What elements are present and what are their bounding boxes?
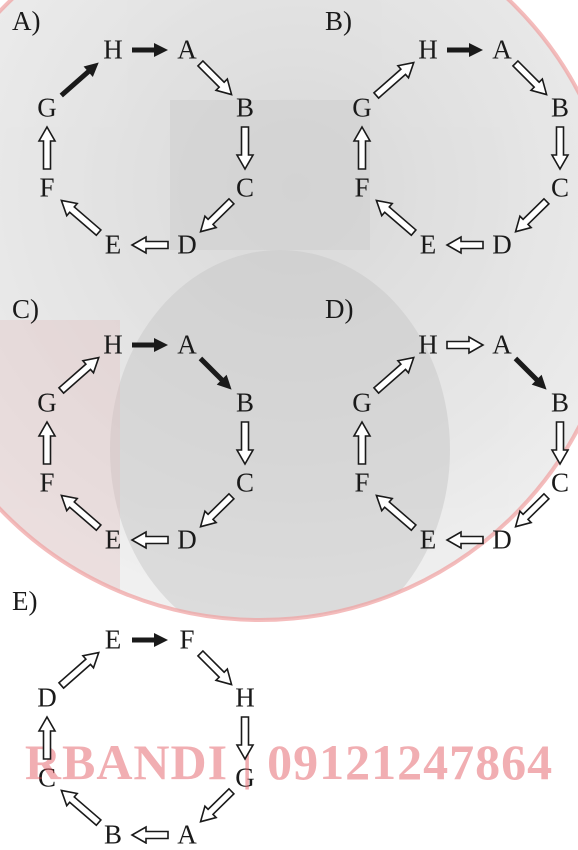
option-d-arrow-b-c-hollow	[552, 422, 568, 464]
option-c-arrow-d-e-hollow	[132, 532, 168, 548]
option-d-arrow-a-b-solid	[515, 358, 546, 389]
option-e-arrow-f-h-hollow	[198, 651, 232, 685]
option-b-arrow-a-b-hollow	[513, 61, 547, 95]
option-a-arrow-c-d-hollow	[201, 199, 234, 232]
option-b-arrow-f-g-hollow	[354, 127, 370, 169]
option-e-arrow-g-a-hollow	[201, 789, 234, 822]
option-e-arrow-h-g-hollow	[237, 717, 253, 759]
option-a-arrow-b-c-hollow	[237, 127, 253, 169]
option-d-arrow-e-f-hollow	[376, 495, 416, 530]
option-d-arrow-g-h-hollow	[374, 358, 414, 394]
option-d-arrow-f-g-hollow	[354, 422, 370, 464]
option-d-arrow-c-d-hollow	[516, 494, 549, 527]
option-d-arrow-h-a-hollow	[447, 337, 483, 353]
option-c-arrow-e-f-hollow	[61, 495, 101, 530]
option-e-arrow-a-b-hollow	[132, 827, 168, 843]
option-e-arrow-b-c-hollow	[61, 790, 101, 825]
option-c-arrow-f-g-hollow	[39, 422, 55, 464]
option-c-arrow-c-d-hollow	[201, 494, 234, 527]
option-a-arrow-a-b-hollow	[198, 61, 232, 95]
option-c-arrow-g-h-hollow	[59, 358, 99, 394]
option-b-arrow-g-h-hollow	[374, 63, 414, 99]
option-a-arrow-h-a-solid	[132, 43, 168, 57]
option-b-arrow-b-c-hollow	[552, 127, 568, 169]
option-e-arrow-e-f-solid	[132, 633, 168, 647]
option-a-arrow-e-f-hollow	[61, 200, 101, 235]
option-d-arrow-d-e-hollow	[447, 532, 483, 548]
option-e-arrow-c-d-hollow	[39, 717, 55, 759]
option-b-arrow-d-e-hollow	[447, 237, 483, 253]
option-e-arrow-d-e-hollow	[59, 653, 99, 689]
option-a-arrow-d-e-hollow	[132, 237, 168, 253]
option-b-arrow-c-d-hollow	[516, 199, 549, 232]
option-a-arrow-f-g-hollow	[39, 127, 55, 169]
option-b-arrow-h-a-solid	[447, 43, 483, 57]
option-b-arrow-e-f-hollow	[376, 200, 416, 235]
option-c-arrow-a-b-solid	[200, 358, 231, 389]
option-a-arrow-g-h-solid	[61, 63, 98, 96]
option-c-arrow-b-c-hollow	[237, 422, 253, 464]
option-c-arrow-h-a-solid	[132, 338, 168, 352]
